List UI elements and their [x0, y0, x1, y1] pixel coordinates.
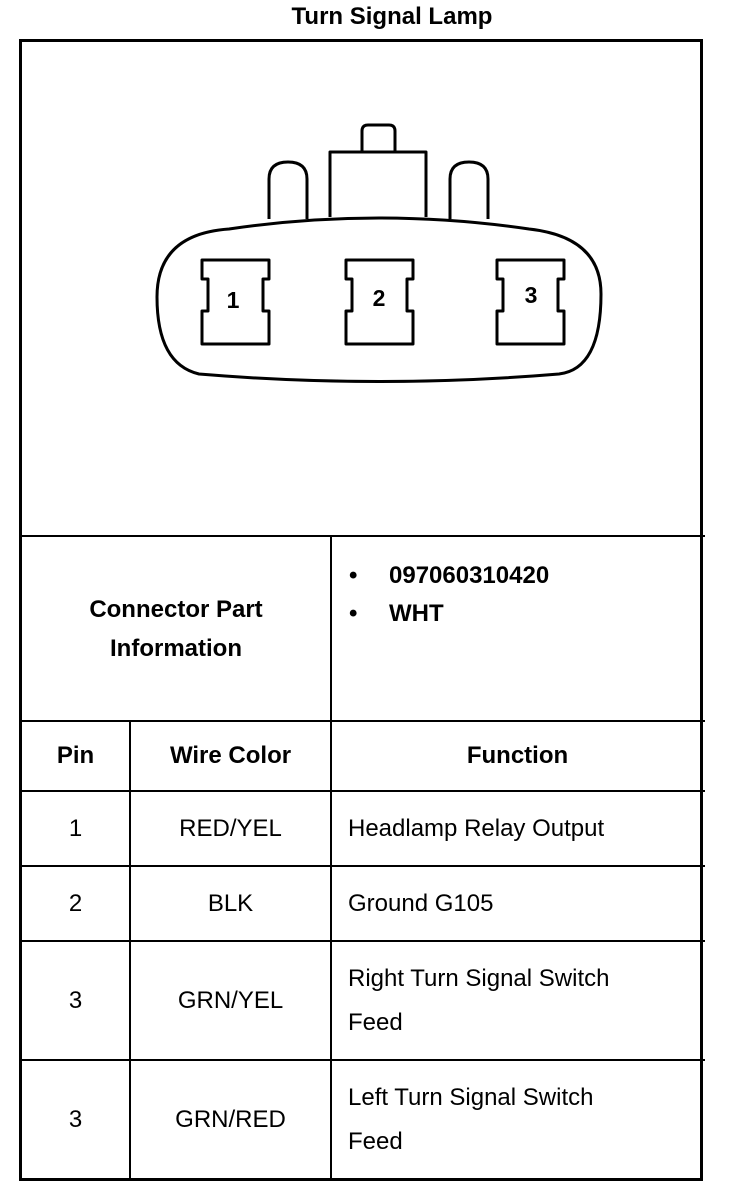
cavity-3	[495, 258, 566, 346]
divider	[129, 720, 131, 1181]
row-1-function: Headlamp Relay Output	[348, 814, 605, 842]
header-pin: Pin	[56, 742, 95, 769]
row-4-function-line2: Feed	[348, 1127, 403, 1155]
header-function: Function	[466, 742, 569, 769]
divider	[19, 1059, 705, 1061]
part-info-label-line1: Connector Part	[89, 595, 263, 623]
connector-body	[155, 216, 603, 383]
list-item: •WHT	[349, 600, 444, 627]
row-3-function-line2: Feed	[348, 1008, 403, 1036]
divider	[19, 535, 705, 537]
part-color: WHT	[389, 600, 444, 627]
row-2-function: Ground G105	[348, 889, 494, 917]
row-4-wire-color: GRN/RED	[175, 1105, 286, 1133]
cavity-2	[344, 258, 415, 346]
divider	[19, 865, 705, 867]
connector-frame	[19, 39, 703, 1181]
row-3-wire-color: GRN/YEL	[177, 986, 284, 1014]
connector-right-post	[448, 160, 490, 219]
part-info-list: •097060310420 •WHT	[349, 557, 549, 633]
row-1-pin: 1	[68, 814, 83, 842]
row-2-wire-color: BLK	[207, 889, 254, 917]
connector-diagram: 1 2 3	[19, 39, 703, 536]
divider	[330, 535, 332, 1181]
connector-part-info-values: •097060310420 •WHT	[331, 537, 703, 721]
connector-left-post	[267, 160, 309, 219]
divider	[19, 720, 705, 722]
connector-drawing: 1 2 3	[155, 123, 603, 383]
part-number: 097060310420	[389, 562, 550, 589]
header-wire-color: Wire Color	[169, 742, 292, 769]
divider	[19, 940, 705, 942]
connector-center-block	[328, 150, 428, 217]
list-item: •097060310420	[349, 562, 550, 589]
row-1-wire-color: RED/YEL	[179, 814, 282, 842]
row-4-function: Left Turn Signal Switch Feed	[332, 1061, 703, 1178]
connector-latch	[360, 123, 397, 152]
part-info-label-line2: Information	[110, 634, 242, 662]
row-3-function-line1: Right Turn Signal Switch	[348, 964, 610, 992]
cavity-1	[200, 258, 271, 346]
row-3-pin: 3	[68, 986, 83, 1014]
cavity-label-2: 2	[373, 285, 386, 311]
row-4-function-line1: Left Turn Signal Switch	[348, 1083, 594, 1111]
row-2-pin: 2	[68, 889, 83, 917]
row-4-pin: 3	[68, 1105, 83, 1133]
cavity-label-3: 3	[525, 282, 538, 308]
divider	[19, 790, 705, 792]
page-title: Turn Signal Lamp	[291, 3, 493, 30]
cavity-label-1: 1	[227, 287, 240, 313]
connector-part-info-label: Connector Part Information	[22, 537, 330, 720]
row-3-function: Right Turn Signal Switch Feed	[332, 942, 703, 1059]
